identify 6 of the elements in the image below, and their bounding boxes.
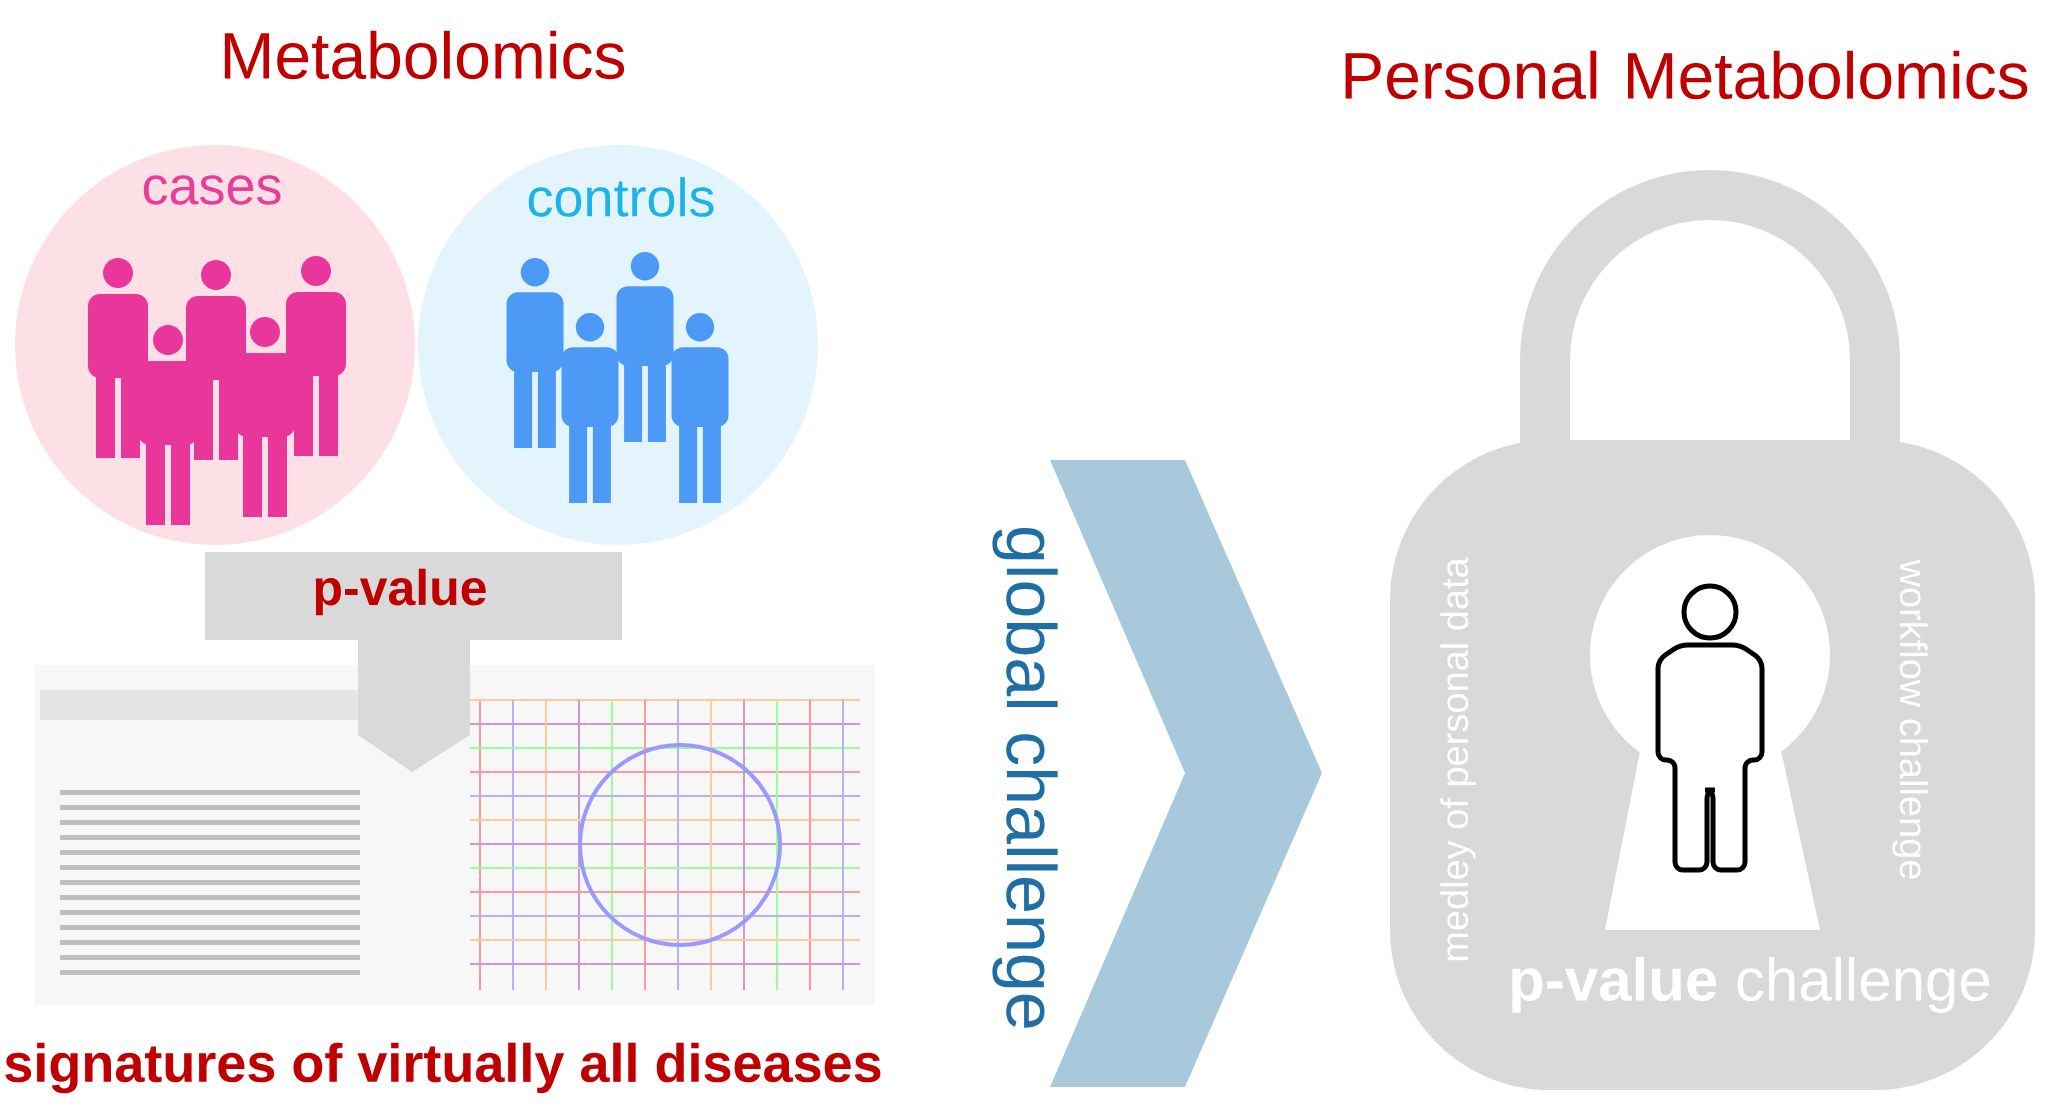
screenshot-picture [35,665,875,1005]
node-label: signatures of virtually all diseases [5,1042,881,1094]
heading: Personal Metabolomics [1345,50,2028,100]
heading: Metabolomics [224,30,625,80]
node-label: global challenge [992,527,1058,1028]
arrow-box: p-value [205,552,622,772]
